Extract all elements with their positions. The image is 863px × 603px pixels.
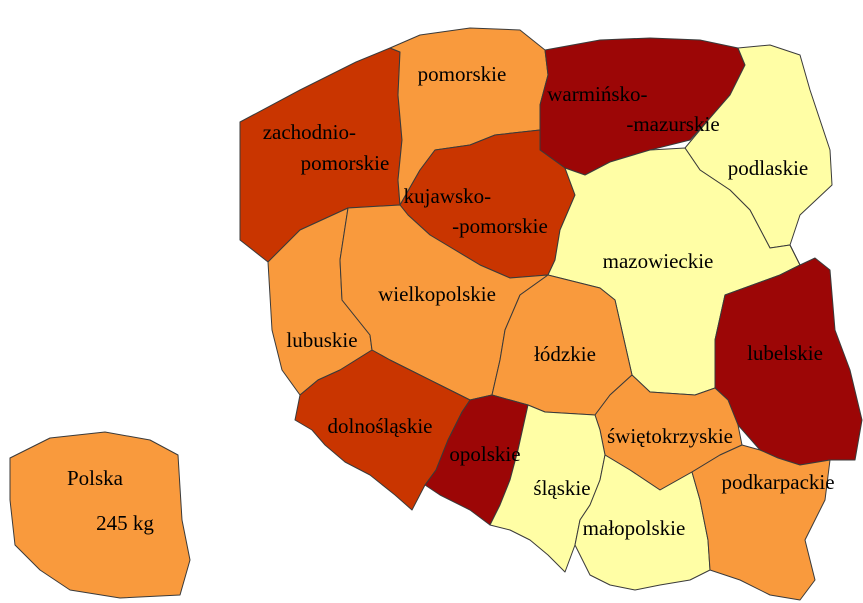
label-kujawsko-pomorskie: kujawsko- -pomorskie: [404, 184, 548, 238]
inset-country-value: 245 kg: [96, 511, 154, 535]
region-slaskie[interactable]: [489, 404, 606, 573]
label-lubuskie: lubuskie: [286, 328, 357, 352]
country-inset-polska: [9, 431, 191, 599]
region-malopolskie[interactable]: [574, 454, 711, 591]
label-malopolskie: małopolskie: [583, 516, 686, 540]
label-lubelskie: lubelskie: [747, 341, 823, 365]
inset-country-name: Polska: [67, 466, 124, 490]
label-lodzkie: łódzkie: [534, 342, 596, 366]
label-slaskie: śląskie: [533, 476, 590, 500]
label-podlaskie: podlaskie: [728, 156, 808, 180]
label-zachodniopomorskie: zachodnio- pomorskie: [263, 120, 390, 175]
label-podkarpackie: podkarpackie: [721, 470, 834, 494]
label-opolskie: opolskie: [449, 442, 520, 466]
label-mazowieckie: mazowieckie: [603, 249, 714, 273]
label-dolnoslaskie: dolnośląskie: [328, 414, 433, 438]
region-podkarpackie[interactable]: [691, 444, 831, 601]
label-pomorskie: pomorskie: [418, 62, 507, 86]
label-warminsko-mazurskie: warmińsko- -mazurskie: [547, 82, 719, 136]
label-swietokrzyskie: świętokrzyskie: [607, 424, 733, 448]
label-wielkopolskie: wielkopolskie: [378, 282, 496, 306]
